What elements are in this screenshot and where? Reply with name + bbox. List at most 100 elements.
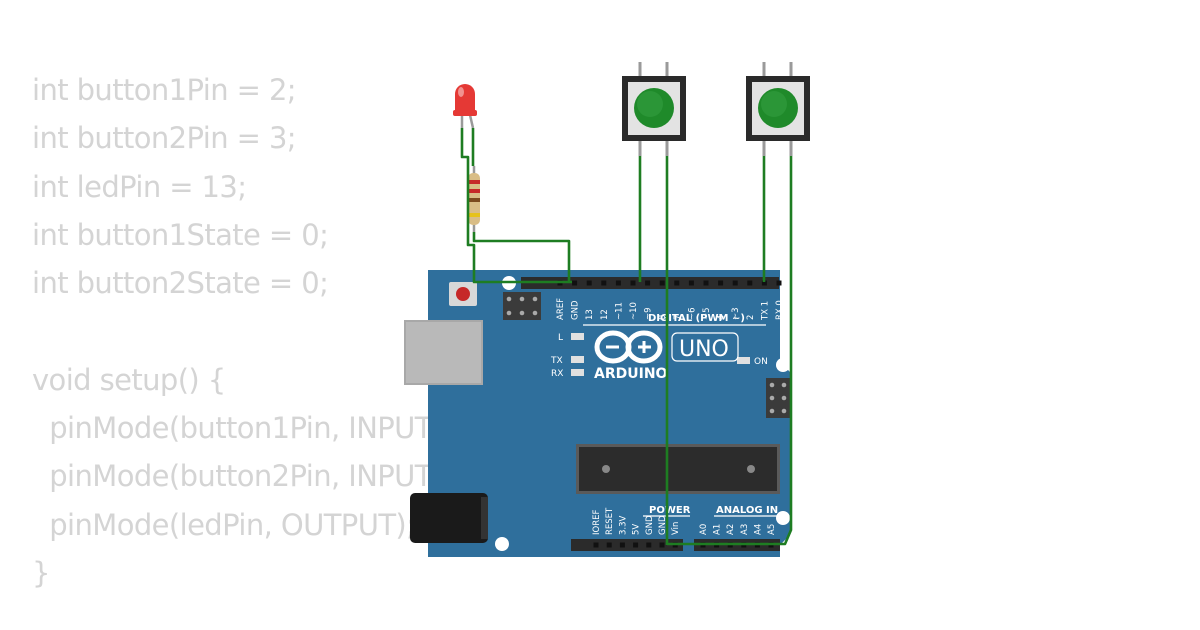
header-pin[interactable] <box>688 280 694 286</box>
header-pin[interactable] <box>674 280 680 286</box>
code-line: int button2State = 0; <box>32 266 329 301</box>
header-pin[interactable] <box>572 280 578 286</box>
onboard-led-l: L <box>558 333 584 343</box>
pin-label: RX 0 <box>775 300 785 320</box>
pin-label: ~5 <box>702 307 712 320</box>
header-pin[interactable] <box>659 542 665 548</box>
header-pin[interactable] <box>747 280 753 286</box>
reset-button[interactable] <box>449 282 477 306</box>
pin-label: 8 <box>658 315 668 320</box>
mounting-hole <box>776 358 790 372</box>
svg-text:RX: RX <box>551 369 563 379</box>
icsp-header <box>503 292 541 320</box>
pin-label: IOREF <box>592 510 602 535</box>
pin-label: 5V <box>632 524 642 535</box>
icsp-header-2 <box>766 378 790 418</box>
code-panel: int button1Pin = 2; int button2Pin = 3; in… <box>32 66 452 597</box>
header-pin[interactable] <box>732 280 738 286</box>
dc-power-jack <box>410 493 488 543</box>
wire-resistor-to-pin13 <box>472 232 571 282</box>
onboard-led-rx: RX <box>551 369 584 379</box>
pin-label: A5 <box>767 524 777 535</box>
pin-label: A0 <box>699 524 709 535</box>
svg-text:TX: TX <box>550 356 563 366</box>
pin-label: ~6 <box>687 307 697 320</box>
pin-label: A2 <box>726 524 736 535</box>
digital-header-label: DIGITAL (PWM ~) <box>648 313 745 324</box>
pin-label: ~9 <box>644 307 654 320</box>
pin-label: GND <box>571 300 581 320</box>
led-dome <box>455 84 475 112</box>
atmega-chip <box>576 444 780 494</box>
push-button-1[interactable] <box>622 62 686 156</box>
code-line: int button2Pin = 3; <box>32 121 297 156</box>
mounting-hole <box>495 537 509 551</box>
pin-label: A4 <box>753 524 763 535</box>
wire-led-cathode-to-gnd <box>460 128 572 284</box>
header-pin[interactable] <box>645 280 651 286</box>
header-pin[interactable] <box>593 542 599 548</box>
pin-label: TX 1 <box>760 301 770 321</box>
mounting-hole <box>776 511 790 525</box>
pin-label: 4 <box>717 315 727 320</box>
header-pin[interactable] <box>776 280 782 286</box>
pin-label: GND <box>645 515 655 535</box>
pin-label: 7 <box>673 315 683 320</box>
pin-label: 12 <box>600 309 610 320</box>
code-line: int button1Pin = 2; <box>32 73 297 107</box>
onboard-led-on: ON <box>737 357 768 367</box>
svg-text:L: L <box>558 333 563 343</box>
pin-label: 3.3V <box>618 515 628 535</box>
wire-button2-to-5v <box>667 156 793 546</box>
code-line: pinMode(button1Pin, INPUT); <box>32 411 452 446</box>
header-pin[interactable] <box>619 542 625 548</box>
brand-label: ARDUINO <box>594 366 668 382</box>
svg-text:ON: ON <box>754 357 768 367</box>
pin-label: AREF <box>556 298 566 320</box>
resistor[interactable] <box>468 166 480 232</box>
pin-label: 2 <box>746 315 756 320</box>
header-pin[interactable] <box>586 280 592 286</box>
header-pin[interactable] <box>761 280 767 286</box>
arduino-infinity-logo <box>594 330 663 364</box>
push-button-2[interactable] <box>746 62 810 156</box>
pin-label: ~10 <box>629 302 639 320</box>
header-pin[interactable] <box>646 542 652 548</box>
header-pin[interactable] <box>615 280 621 286</box>
pin-label: GND <box>658 515 668 535</box>
pin-label: 13 <box>585 309 595 320</box>
power-header-label: POWER <box>649 505 691 516</box>
code-line: void setup() { <box>32 362 226 397</box>
pin-label: ~11 <box>614 302 624 320</box>
pin-label: A3 <box>740 524 750 535</box>
code-line: } <box>32 555 50 590</box>
header-pin[interactable] <box>630 280 636 286</box>
code-line: pinMode(ledPin, OUTPUT); <box>32 507 416 542</box>
red-led[interactable] <box>453 84 477 129</box>
header-pin[interactable] <box>659 280 665 286</box>
code-line: int button1State = 0; <box>32 217 329 252</box>
usb-connector <box>404 320 483 385</box>
model-badge <box>671 332 739 362</box>
pin-label: A1 <box>713 524 723 535</box>
header-pin[interactable] <box>601 280 607 286</box>
pin-label: Vin <box>671 522 681 535</box>
led-rim <box>453 110 477 116</box>
header-pin[interactable] <box>633 542 639 548</box>
onboard-led-tx: TX <box>550 356 584 366</box>
pin-label: ~3 <box>731 307 741 320</box>
header-pin[interactable] <box>718 280 724 286</box>
code-line: int ledPin = 13; <box>32 169 247 204</box>
analog-header-label: ANALOG IN <box>716 505 778 516</box>
header-pin[interactable] <box>606 542 612 548</box>
header-pin[interactable] <box>703 280 709 286</box>
wires <box>460 128 793 546</box>
model-label: UNO <box>679 337 729 362</box>
digital-header <box>521 277 782 289</box>
pin-label: RESET <box>605 507 615 535</box>
